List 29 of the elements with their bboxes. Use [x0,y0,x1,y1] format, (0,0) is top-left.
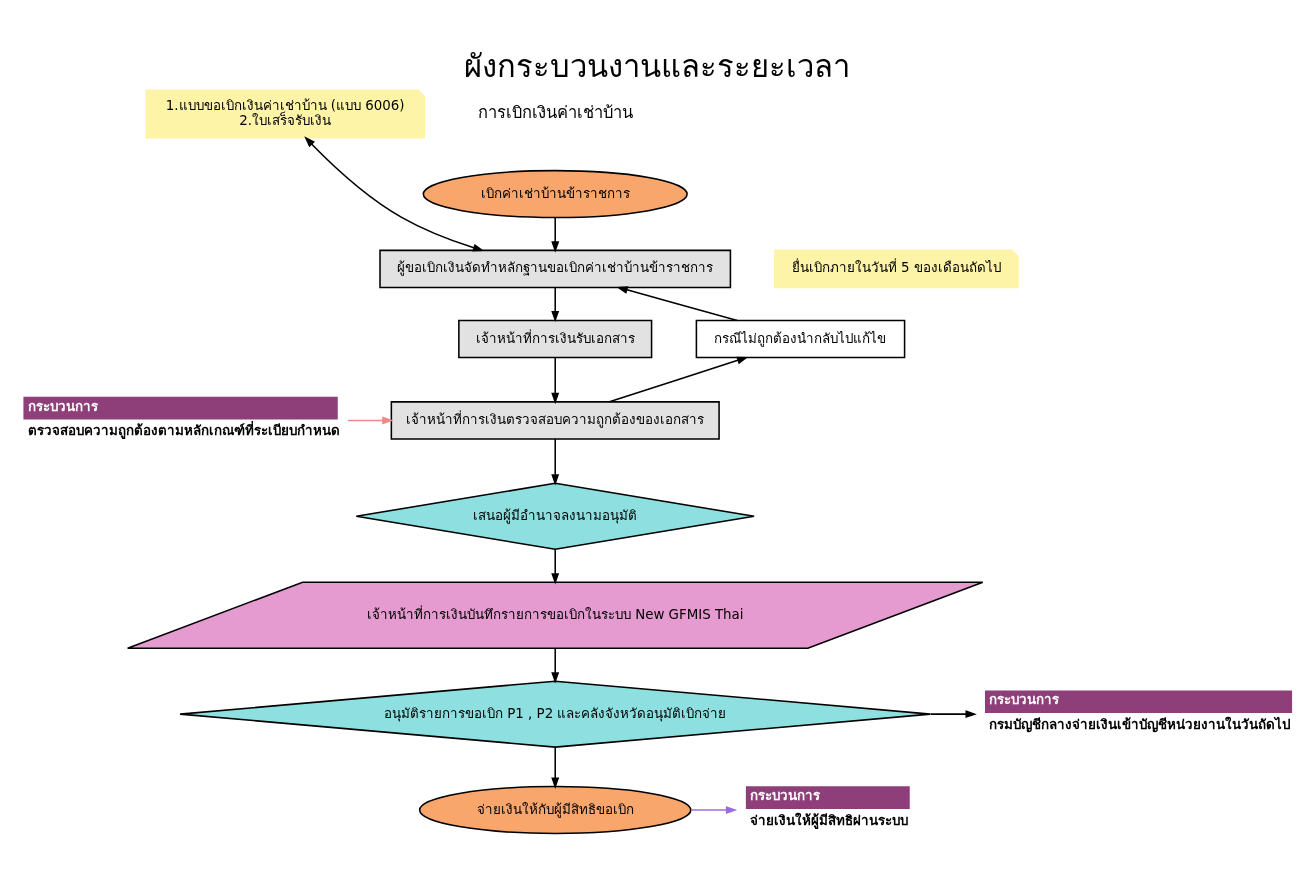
arrow [929,710,977,719]
node-box: กระบวนการ [984,690,1293,714]
arrow [304,136,485,252]
node-ellipse: จ่ายเงินให้กับผู้มีสิทธิขอเบิก [418,785,692,835]
node-ellipse: เบิกค่าเช่าบ้านข้าราชการ [422,169,688,219]
arrow [616,286,739,322]
node-label: กรมบัญชีกลางจ่ายเงินเข้าบัญชีหน่วยงานในวันถัดไป [989,716,1291,732]
diagram-title: ผังกระบวนงานและระยะเวลา [464,47,851,84]
arrow [347,416,394,425]
arrow [551,438,560,486]
node-box: กระบวนการ [745,786,910,809]
node-diamond: เสนอผู้มีอำนาจลงนามอนุมัติ [355,482,755,551]
arrow [551,746,560,789]
node-label: จ่ายเงินให้ผู้มีสิทธิผ่านระบบ [750,812,908,828]
arrow [551,287,560,323]
arrow [551,216,560,253]
label: การเบิกเงินค่าเช่าบ้าน [477,103,633,122]
arrow [551,548,560,585]
arrow [551,647,560,684]
node-box: กรณีไม่ถูกต้องนำกลับไปแก้ไข [695,319,906,359]
arrow [608,356,749,403]
node-box: เจ้าหน้าที่การเงินตรวจสอบความถูกต้องของเอกสาร [390,401,720,440]
node-diamond: อนุมัติรายการขอเบิก P1 , P2 และคลังจังหวัดอนุมัติเบิกจ่าย [179,680,932,748]
arrow [690,806,738,814]
node-box: ผู้ขอเบิกเงินจัดทำหลักฐานขอเบิกค่าเช่าบ้านข้าราชการ [379,249,732,289]
node-label: ตรวจสอบความถูกต้องตามหลักเกณฑ์ที่ระเบียบกำหนด [27,423,340,439]
node-box: เจ้าหน้าที่การเงินรับเอกสาร [458,319,653,359]
arrow [551,356,560,405]
node-box: กระบวนการ [23,396,338,420]
